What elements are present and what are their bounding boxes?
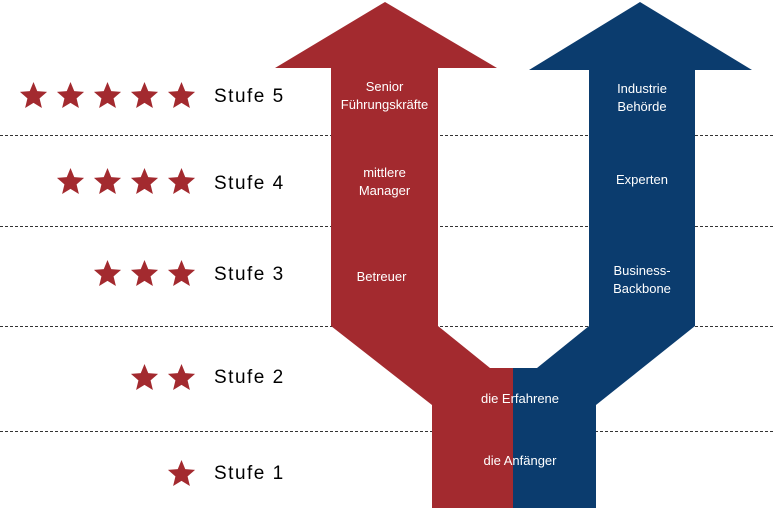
level-4-label: Stufe 4: [214, 173, 285, 194]
shared-step-1: die Anfänger: [483, 453, 557, 468]
shared-step-2: die Erfahrene: [480, 391, 560, 406]
level-divider: [0, 431, 773, 432]
level-4-stars: [55, 166, 197, 196]
right-step-5-line1: Industrie: [617, 81, 667, 96]
left-career-arrow: [275, 2, 513, 508]
star-icon: [167, 459, 196, 487]
left-step-3-line1: Betreuer: [356, 269, 407, 284]
star-icon: [56, 81, 85, 109]
star-icon: [93, 167, 122, 195]
left-step-5-line1: Senior: [365, 79, 404, 94]
star-icon: [93, 259, 122, 287]
level-2-stars: [129, 362, 197, 392]
star-icon: [56, 167, 85, 195]
right-step-3-line2: Backbone: [613, 281, 671, 296]
star-icon: [130, 167, 159, 195]
star-icon: [167, 363, 196, 391]
left-step-4-line1: mittlere: [363, 165, 406, 180]
left-step-5-line2: Führungskräfte: [340, 97, 429, 112]
level-3-stars: [92, 258, 197, 288]
level-1-stars: [166, 458, 197, 488]
star-icon: [19, 81, 48, 109]
level-2-label: Stufe 2: [214, 367, 285, 388]
right-step-4: Experten: [589, 171, 695, 189]
star-icon: [167, 259, 196, 287]
star-icon: [130, 81, 159, 109]
star-icon: [130, 259, 159, 287]
right-step-3-line1: Business-: [613, 263, 671, 278]
left-step-3: Betreuer: [328, 268, 435, 286]
left-step-4: mittlere Manager: [331, 164, 438, 200]
star-icon: [130, 363, 159, 391]
right-step-4-line1: Experten: [615, 172, 669, 187]
right-career-arrow: [513, 2, 752, 508]
right-step-5-line2: Behörde: [617, 99, 667, 114]
level-5-label: Stufe 5: [214, 86, 285, 107]
right-step-5: Industrie Behörde: [589, 80, 695, 116]
level-3-label: Stufe 3: [214, 264, 285, 285]
right-step-3: Business- Backbone: [589, 262, 695, 298]
level-1-label: Stufe 1: [214, 463, 285, 484]
level-5-stars: [18, 80, 197, 110]
star-icon: [93, 81, 122, 109]
left-step-5: Senior Führungskräfte: [331, 78, 438, 114]
left-step-4-line2: Manager: [358, 183, 411, 198]
star-icon: [167, 167, 196, 195]
star-icon: [167, 81, 196, 109]
